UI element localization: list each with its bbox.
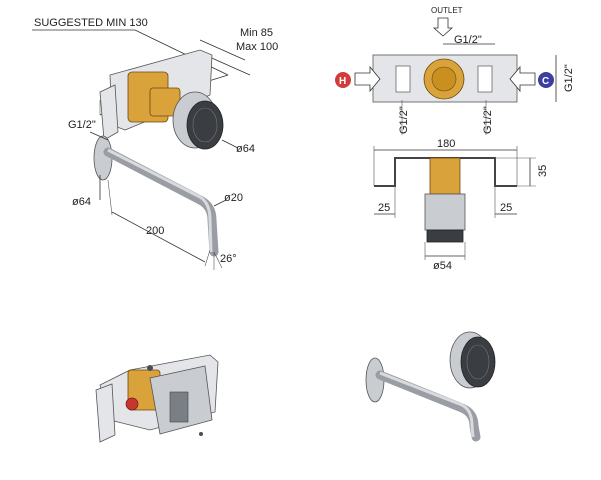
hot-inlet-arrow — [354, 65, 381, 93]
valve-section — [429, 157, 461, 195]
install-view: SUGGESTED MIN 130 Min 85 Max 100 ø64 G1/… — [32, 17, 278, 270]
label-outlet: OUTLET — [431, 6, 463, 15]
label-g12-br: G1/2" — [482, 106, 494, 134]
label-d20: ø20 — [224, 192, 243, 204]
label-min85: Min 85 — [240, 27, 273, 39]
label-cold: C — [542, 76, 549, 87]
label-w180: 180 — [437, 138, 455, 150]
label-g12-top: G1/2" — [454, 34, 482, 46]
trim-knob — [460, 336, 496, 388]
label-hot: H — [339, 76, 346, 87]
cartridge-body — [424, 193, 466, 231]
label-d64-plate: ø64 — [72, 196, 91, 208]
finished-trim — [365, 331, 496, 442]
label-g12-bl: G1/2" — [398, 106, 410, 134]
rough-in-body — [95, 354, 219, 443]
section-view: 180 35 25 25 ø54 — [373, 138, 549, 272]
wall-plate — [93, 135, 113, 181]
label-h35: 35 — [537, 165, 549, 177]
outlet-arrow — [432, 17, 454, 37]
label-len200: 200 — [146, 225, 164, 237]
label-suggested-min: SUGGESTED MIN 130 — [34, 17, 148, 29]
spout — [103, 147, 219, 257]
knob-section — [426, 229, 464, 243]
label-g12-left: G1/2" — [68, 119, 96, 131]
label-d54: ø54 — [433, 260, 452, 272]
label-g12-right: G1/2" — [563, 64, 575, 92]
front-view: OUTLET G1/2" H C G1/2" G1/2" G1/2" — [335, 6, 575, 135]
label-w25-right: 25 — [500, 202, 512, 214]
cold-inlet-arrow — [509, 65, 536, 93]
hot-badge — [335, 72, 351, 88]
cold-badge — [538, 72, 554, 88]
label-max100: Max 100 — [236, 41, 278, 53]
label-d64-knob: ø64 — [236, 143, 255, 155]
label-w25-left: 25 — [378, 202, 390, 214]
label-angle26: 26° — [220, 253, 237, 265]
hot-inlet-red — [125, 397, 139, 411]
